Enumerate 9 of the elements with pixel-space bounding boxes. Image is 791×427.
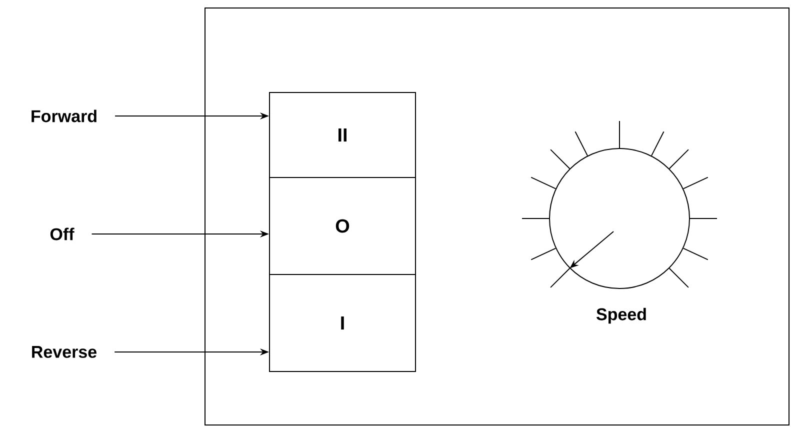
switch-position: O [269,177,416,275]
switch-position: II [269,92,416,178]
control-panel [204,8,790,426]
switch-label: Off [50,228,74,240]
switch-label: Forward [32,110,96,122]
speed-knob [549,148,690,289]
switch-label: Reverse [32,346,96,358]
knob-label: Speed [596,308,646,324]
switch-position: I [269,274,416,372]
